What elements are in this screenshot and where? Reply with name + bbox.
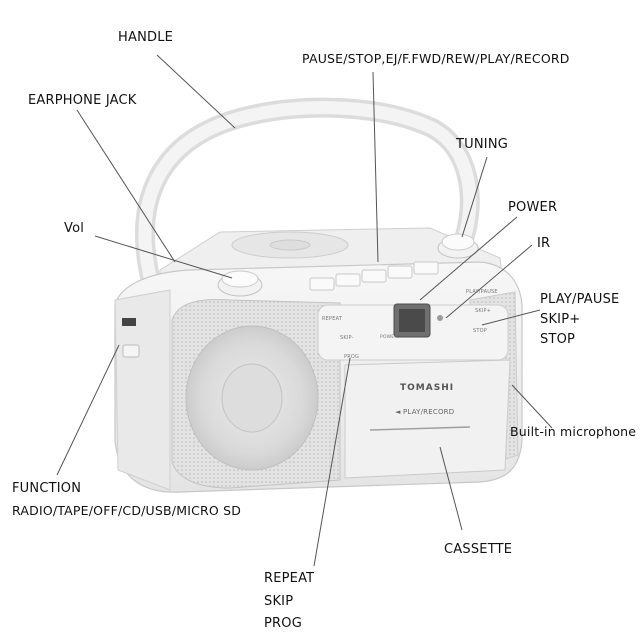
label-play-pause: PLAY/PAUSE <box>540 292 620 307</box>
label-ir: IR <box>537 236 551 251</box>
prog-button: PROG <box>344 354 360 360</box>
volume-knob <box>217 270 263 297</box>
brand-logo: TOMASHI <box>400 383 455 393</box>
skip-minus-button: SKIP- <box>340 335 354 341</box>
tuning-knob <box>437 233 479 259</box>
front-panel <box>317 303 511 479</box>
label-power: POWER <box>508 200 558 215</box>
power-button: POWER <box>380 335 398 340</box>
label-cassette: CASSETTE <box>444 542 513 557</box>
label-tuning: TUNING <box>456 137 509 152</box>
label-prog: PROG <box>264 616 302 631</box>
label-repeat: REPEAT <box>264 571 315 586</box>
label-microphone: Built-in microphone <box>510 424 637 439</box>
label-earphone-jack: EARPHONE JACK <box>28 93 137 108</box>
label-function: FUNCTION <box>12 481 82 496</box>
label-function-modes: RADIO/TAPE/OFF/CD/USB/MICRO SD <box>12 503 242 518</box>
label-pause-stop: PAUSE/STOP,EJ/F.FWD/REW/PLAY/RECORD <box>302 51 570 66</box>
handle <box>135 97 480 295</box>
play-pause-button: PLAY/PAUSE <box>466 289 498 295</box>
label-handle: HANDLE <box>118 30 174 45</box>
function-switch <box>122 318 140 358</box>
repeat-button: REPEAT <box>322 316 343 322</box>
leader-lines <box>56 54 553 567</box>
label-skip-plus: SKIP+ <box>540 312 581 327</box>
left-speaker <box>171 299 341 489</box>
top-buttons <box>309 261 439 291</box>
label-vol: Vol <box>64 221 85 236</box>
skip-plus-button: SKIP+ <box>475 308 492 314</box>
play-record-marking: ◄ PLAY/RECORD <box>395 408 455 416</box>
label-stop: STOP <box>540 332 576 347</box>
stop-button: STOP <box>473 328 487 334</box>
label-skip: SKIP <box>264 594 294 609</box>
